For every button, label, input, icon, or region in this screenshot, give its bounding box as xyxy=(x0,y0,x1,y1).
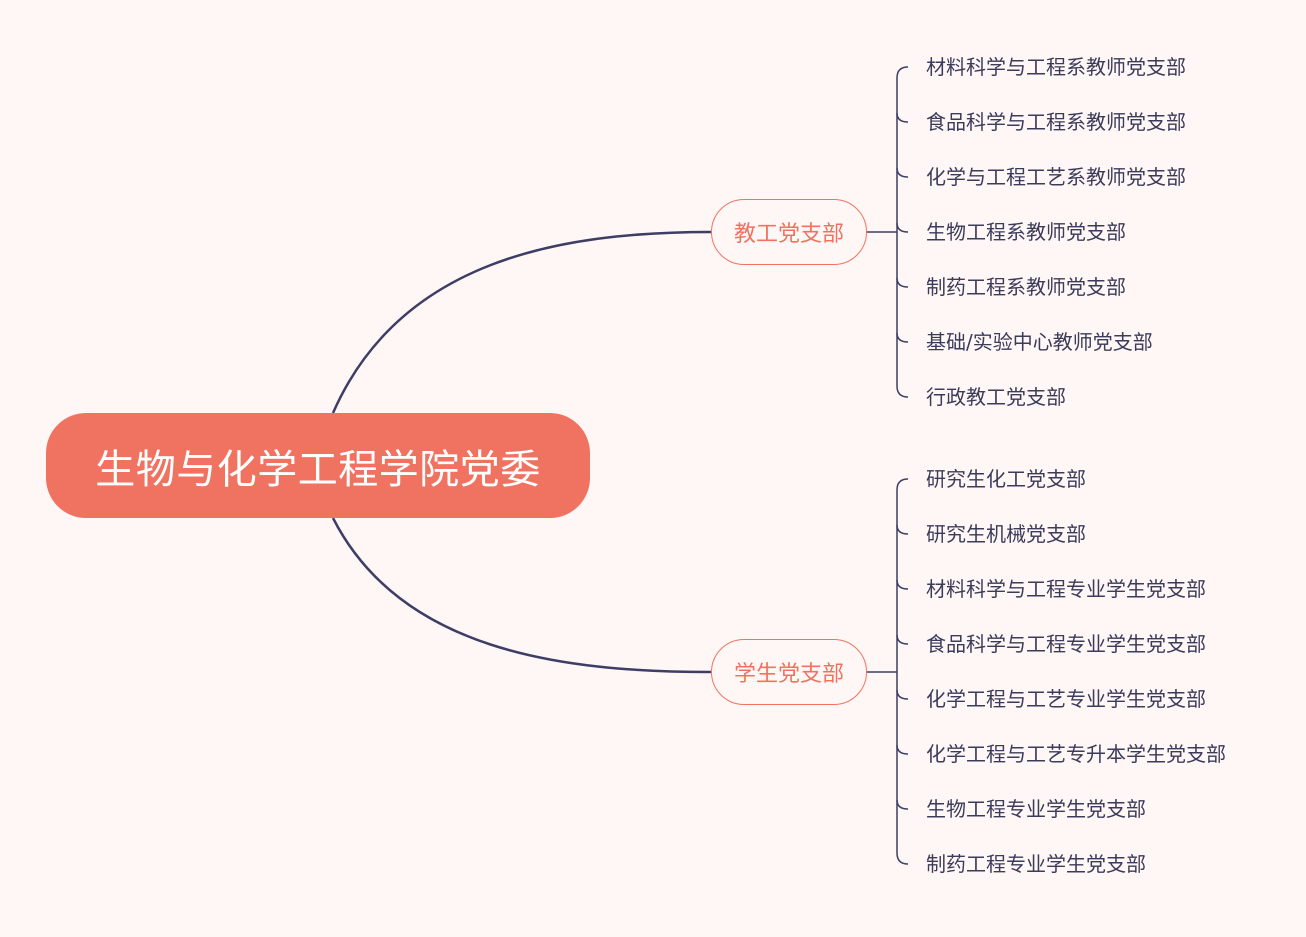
connector-student-tick xyxy=(896,799,909,810)
leaf-faculty-6[interactable]: 行政教工党支部 xyxy=(926,385,1066,409)
leaf-student-0[interactable]: 研究生化工党支部 xyxy=(926,467,1086,491)
branch-node-student[interactable]: 学生党支部 xyxy=(711,639,867,705)
connector-faculty-tick xyxy=(896,222,909,233)
connector-root-to-faculty xyxy=(331,230,712,414)
connector-faculty-tick xyxy=(896,332,909,343)
leaf-student-3[interactable]: 食品科学与工程专业学生党支部 xyxy=(926,632,1206,656)
connector-faculty-tick xyxy=(896,112,909,123)
connector-student-tick xyxy=(896,579,909,590)
leaf-faculty-4[interactable]: 制药工程系教师党支部 xyxy=(926,275,1126,299)
leaf-student-1[interactable]: 研究生机械党支部 xyxy=(926,522,1086,546)
leaf-student-7[interactable]: 制药工程专业学生党支部 xyxy=(926,852,1146,876)
connector-faculty-tick xyxy=(896,277,909,288)
connector-student-tick xyxy=(896,524,909,535)
branch-node-faculty[interactable]: 教工党支部 xyxy=(711,199,867,265)
connector-faculty-tick xyxy=(896,167,909,178)
leaf-student-4[interactable]: 化学工程与工艺专业学生党支部 xyxy=(926,687,1206,711)
leaf-faculty-1[interactable]: 食品科学与工程系教师党支部 xyxy=(926,110,1186,134)
connector-faculty-spine xyxy=(896,66,909,398)
connector-student-tick xyxy=(896,689,909,700)
connector-root-to-student xyxy=(331,517,712,674)
leaf-student-6[interactable]: 生物工程专业学生党支部 xyxy=(926,797,1146,821)
leaf-faculty-0[interactable]: 材料科学与工程系教师党支部 xyxy=(926,55,1186,79)
leaf-faculty-3[interactable]: 生物工程系教师党支部 xyxy=(926,220,1126,244)
leaf-student-2[interactable]: 材料科学与工程专业学生党支部 xyxy=(926,577,1206,601)
root-node[interactable]: 生物与化学工程学院党委 xyxy=(46,413,590,518)
leaf-faculty-2[interactable]: 化学与工程工艺系教师党支部 xyxy=(926,165,1186,189)
connector-student-tick xyxy=(896,634,909,645)
leaf-faculty-5[interactable]: 基础/实验中心教师党支部 xyxy=(926,330,1153,354)
connector-student-tick xyxy=(896,744,909,755)
connector-student-spine xyxy=(896,478,909,865)
leaf-student-5[interactable]: 化学工程与工艺专升本学生党支部 xyxy=(926,742,1226,766)
